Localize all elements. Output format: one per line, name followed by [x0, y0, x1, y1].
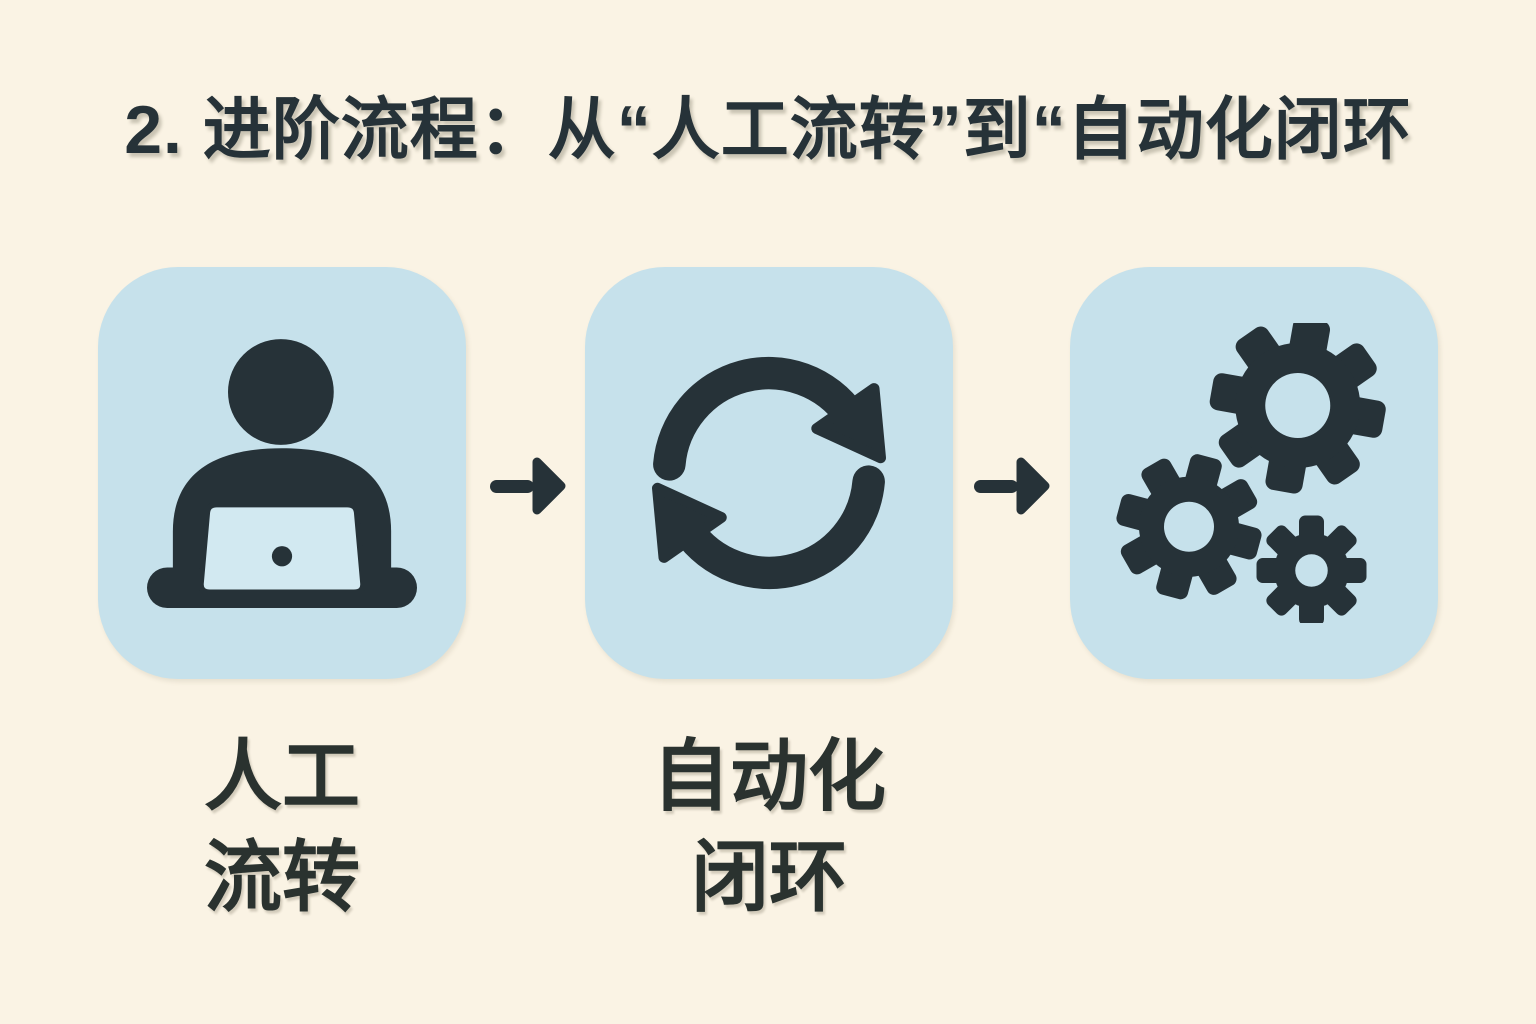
person-at-laptop-icon: [147, 338, 417, 608]
label-line: 流转: [203, 833, 360, 922]
label-manual-handoff: 人工 流转: [98, 726, 466, 929]
gears-icon: [1104, 323, 1404, 623]
card-manual-handoff: [98, 267, 466, 679]
sync-cycle-icon: [639, 343, 899, 603]
right-arrow-icon: [487, 450, 569, 522]
label-line: 自动化: [651, 732, 886, 820]
card-machine-gears: [1070, 267, 1438, 679]
right-arrow-icon: [971, 450, 1053, 522]
label-line: 闭环: [690, 833, 847, 922]
label-line: 人工: [203, 732, 360, 820]
label-automated-loop: 自动化 闭环: [585, 726, 953, 929]
diagram-title: 2. 进阶流程：从“人工流转”到“自动化闭环: [124, 92, 1412, 168]
card-automated-loop: [585, 267, 953, 679]
